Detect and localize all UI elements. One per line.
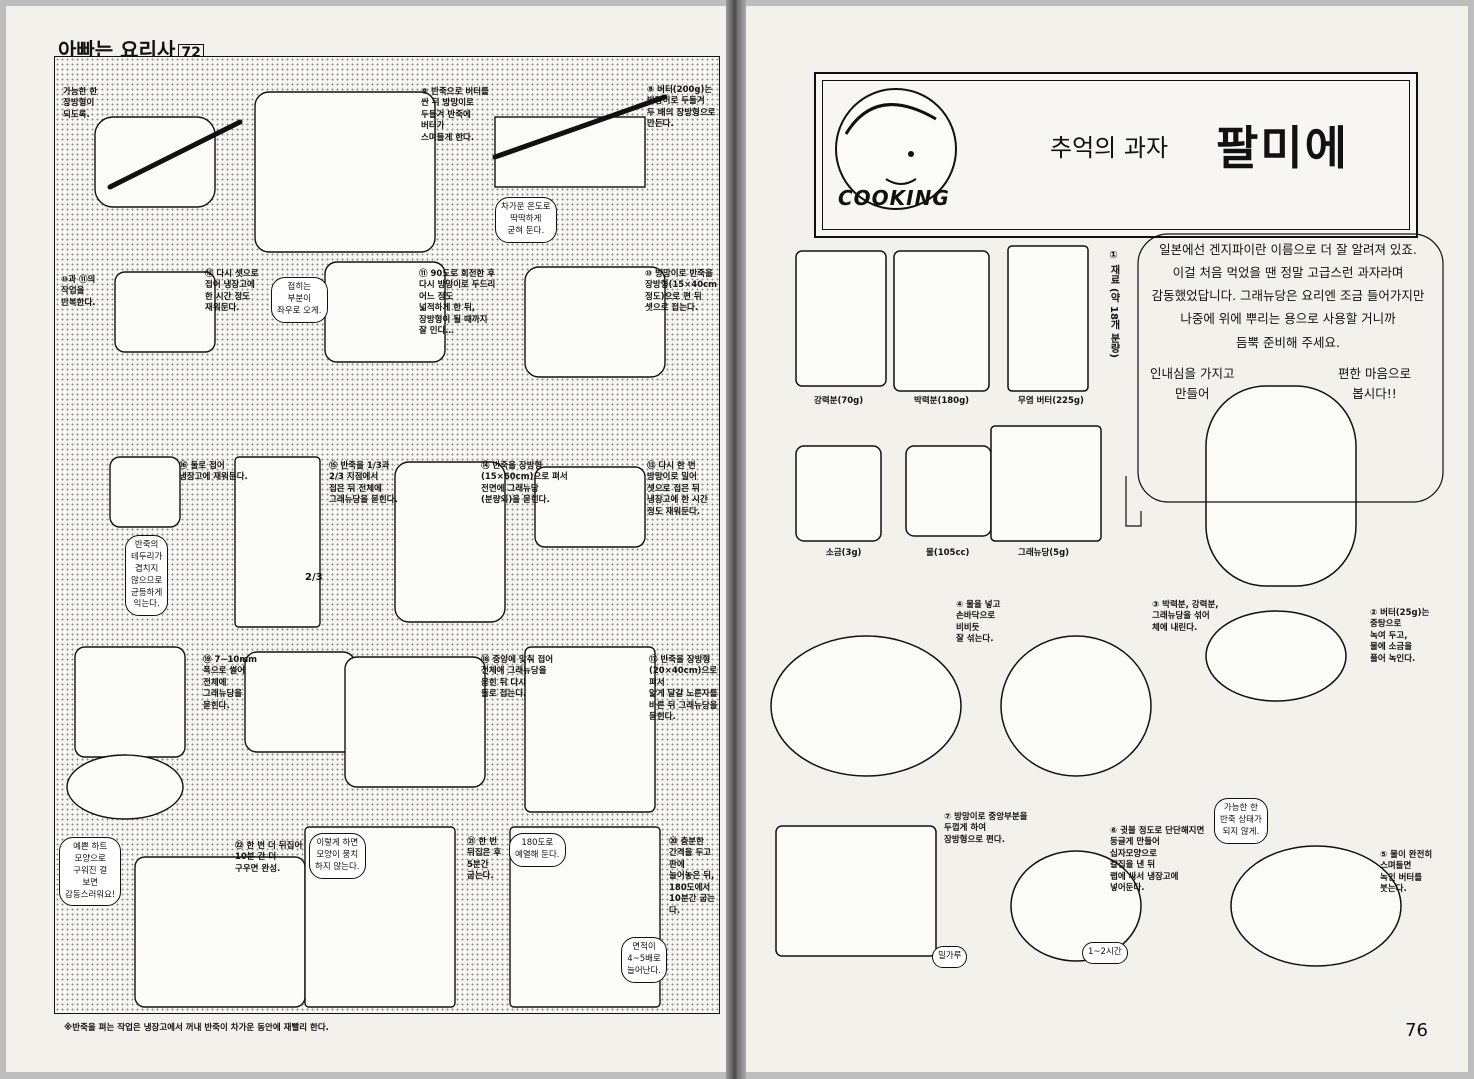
recipe-step-panel: 가능한 한 장방형이 되도록. ⑨ 반죽으로 버터를 싼 뒤 방망이로 두들겨 … bbox=[54, 56, 720, 1014]
step-10-11-caption: ⑩과 ⑪의 작업을 반복한다. bbox=[61, 275, 96, 308]
step-20-caption: ⑳ 충분한 간격을 두고 판에 늘어놓은 뒤, 180도에서 10분간 굽는다. bbox=[669, 837, 716, 916]
ingredient-label-2: 박력분(180g) bbox=[914, 396, 970, 406]
ingredient-label-1: 강력분(70g) bbox=[814, 396, 864, 406]
envelope-fold-drawing bbox=[254, 91, 436, 253]
long-dough-drawing bbox=[394, 461, 506, 623]
sugar-bag bbox=[990, 425, 1102, 542]
thirds-fold-drawing bbox=[234, 456, 321, 628]
intro-text: 일본에선 겐지파이란 이름으로 더 잘 알려져 있죠. 이걸 처음 먹었을 땐 … bbox=[1151, 242, 1425, 350]
step-10-caption: ⑩ 방망이로 반죽을 장방형(15×40cm 정도)으로 편 뒤 셋으로 접는다… bbox=[645, 269, 718, 314]
step-18-caption: ⑱ 중앙에 맞춰 접어 전체에 그래뉴당을 묻힌 뒤 다시 둘로 접는다. bbox=[481, 655, 554, 700]
title-box: COOKING 추억의 과자 팔미에 bbox=[814, 72, 1418, 238]
footnote: ※반죽을 펴는 작업은 냉장고에서 꺼내 반죽이 차가운 동안에 재빨리 한다. bbox=[64, 1023, 329, 1033]
step-rectangle-note: 가능한 한 장방형이 되도록. bbox=[63, 87, 98, 120]
ingredient-label-5: 물(105cc) bbox=[926, 548, 970, 558]
center-fold-drawing bbox=[244, 651, 356, 753]
step-15-caption: ⑮ 반죽을 1/3과 2/3 지점에서 접은 뒤 전체에 그래뉴당을 묻힌다. bbox=[329, 461, 398, 506]
step-21-caption: ㉑ 한 번 뒤집은 후 5분간 굽는다. bbox=[467, 837, 502, 882]
step-4-caption: ④ 물을 넣고 손바닥으로 비비듯 잘 섞는다. bbox=[956, 600, 1001, 645]
sliced-dough-drawing bbox=[74, 646, 186, 758]
shape-note-bubble: 이렇게 하면 모양이 뭉치 하지 않는다. bbox=[309, 833, 366, 879]
bread-flour-bag bbox=[795, 250, 887, 387]
step-8-caption: ⑧ 버터(200g)는 방망이로 두들겨 두 배의 장방형으로 만든다. bbox=[647, 85, 716, 130]
two-thirds-mark: 2/3 bbox=[305, 572, 323, 583]
step-7-caption: ⑦ 방망이로 중앙부분을 두껍게 하여 장방형으로 편다. bbox=[944, 812, 1028, 845]
salt-cup bbox=[795, 445, 882, 542]
cake-flour-bag bbox=[893, 250, 990, 392]
folded-dough-drawing bbox=[114, 271, 216, 353]
edge-note-bubble: 반죽의 테두리가 겹치지 않으므로 균등하게 익는다. bbox=[125, 535, 169, 617]
rolling-pin-drawing-2 bbox=[492, 94, 668, 160]
tri-fold-drawing bbox=[524, 266, 666, 378]
water-jug bbox=[905, 445, 992, 537]
intro-speech-bubble bbox=[1137, 233, 1444, 503]
oven-note-bubble: 180도로 예열해 둔다. bbox=[509, 833, 566, 867]
mixing-bowl-1 bbox=[770, 635, 962, 777]
mixing-bowl-2 bbox=[1000, 635, 1152, 777]
flour-bubble: 밀가루 bbox=[932, 946, 968, 968]
butter-block-drawing bbox=[494, 116, 646, 188]
fold-arrows-drawing bbox=[344, 656, 486, 788]
speech-right: 편한 마음으로 봅시다!! bbox=[1338, 366, 1411, 401]
book-gutter bbox=[726, 0, 746, 1079]
step-14-caption: ⑭ 반죽을 장방형 (15×60cm)으로 펴서 전면에 그래뉴당 (분량외)을… bbox=[481, 461, 568, 506]
ingredient-label-6: 그래뉴당(5g) bbox=[1018, 548, 1070, 558]
step-illustrations bbox=[66, 91, 668, 1008]
cold-note-bubble: 차가운 온도로 딱딱하게 굳혀 둔다. bbox=[495, 197, 557, 243]
title-box-inner bbox=[822, 80, 1410, 230]
time-bubble: 1~2시간 bbox=[1082, 942, 1128, 964]
step-9-caption: ⑨ 반죽으로 버터를 싼 뒤 방망이로 두들겨 반죽에 버터가 스며들게 한다. bbox=[421, 87, 489, 143]
step-19-caption: ⑲ 7~10mm 폭으로 썰어 전체에 그래뉴당을 묻힌다. bbox=[203, 655, 258, 711]
right-page: COOKING 추억의 과자 팔미에 ① 재 bbox=[746, 6, 1468, 1072]
step-22-caption: ㉒ 한 번 더 뒤집어 10분 간 더 구우면 완성. bbox=[235, 841, 303, 874]
final-tri-fold-drawing bbox=[534, 466, 646, 548]
step-5-caption: ⑤ 물이 완전히 스며들면 녹인 버터를 붓는다. bbox=[1380, 850, 1433, 895]
page-number: 76 bbox=[1405, 1020, 1428, 1041]
speech-tail bbox=[1125, 476, 1142, 527]
butter-box bbox=[1007, 245, 1089, 392]
ingredient-label-4: 소금(3g) bbox=[826, 548, 862, 558]
step-16-caption: ⑯ 둘로 접어 냉장고에 재워둔다. bbox=[179, 461, 248, 483]
sugar-bowl-drawing bbox=[66, 754, 184, 820]
chef-character bbox=[1205, 385, 1357, 587]
fold-note-bubble: 접히는 부분이 좌우로 오게. bbox=[271, 277, 328, 323]
double-boiler bbox=[1205, 610, 1347, 702]
step-11-caption: ⑪ 90도로 회전한 후 다시 방망이로 두드리 어느 정도 넓적하게 한 뒤,… bbox=[419, 269, 496, 337]
title-subtitle: 추억의 과자 bbox=[1050, 134, 1169, 162]
chef-face-icon bbox=[835, 88, 957, 210]
step-17-caption: ⑰ 반죽을 장방형 (20×40cm)으로 펴서 얇게 달걀 노른자를 바른 뒤… bbox=[649, 655, 718, 723]
cooking-logo: COOKING bbox=[838, 186, 950, 210]
step-12-caption: ⑫ 다시 셋으로 접어 냉장고에 한 시간 정도 재워둔다. bbox=[205, 269, 259, 314]
recipe-title: 팔미에 bbox=[1216, 121, 1349, 175]
step-13-caption: ⑬ 다시 한 번 방망이로 밀어 셋으로 접은 뒤 냉장고에 한 시간 정도 재… bbox=[647, 461, 708, 517]
ingredient-illustrations bbox=[770, 233, 1444, 967]
step-2-caption: ② 버터(25g)는 중탕으로 녹여 두고, 물에 소금을 풀어 녹인다. bbox=[1370, 608, 1430, 664]
rolled-dough-sheet bbox=[775, 825, 937, 957]
soft-note-bubble: 가능한 한 반죽 상태가 되지 않게. bbox=[1214, 798, 1268, 844]
step-6-caption: ⑥ 귓불 정도로 단단해지면 둥글게 만들어 십자모양으로 칼집을 낸 뒤 랩에… bbox=[1110, 826, 1205, 894]
step-3-caption: ③ 박력분, 강력분, 그래뉴당을 섞어 체에 내린다. bbox=[1152, 600, 1219, 633]
half-fold-drawing bbox=[109, 456, 181, 528]
ingredient-label-3: 무염 버터(225g) bbox=[1018, 396, 1084, 406]
mixing-bowl-3 bbox=[1230, 845, 1402, 967]
egg-yolk-brush-drawing bbox=[524, 646, 656, 813]
speech-left: 인내심을 가지고 만들어 bbox=[1150, 366, 1235, 401]
baked-palmiers-drawing bbox=[134, 856, 306, 1008]
dough-ball bbox=[1010, 850, 1142, 962]
heart-note-bubble: 예쁜 하트 모양으로 구워진 걸 보면 감동스러워요! bbox=[59, 837, 122, 907]
area-note-bubble: 면적이 4~5배로 늘어난다. bbox=[621, 937, 667, 983]
rolling-pin-drawing bbox=[107, 119, 243, 190]
ingredients-heading: ① 재료 (약 18개 분량) bbox=[1108, 250, 1119, 358]
